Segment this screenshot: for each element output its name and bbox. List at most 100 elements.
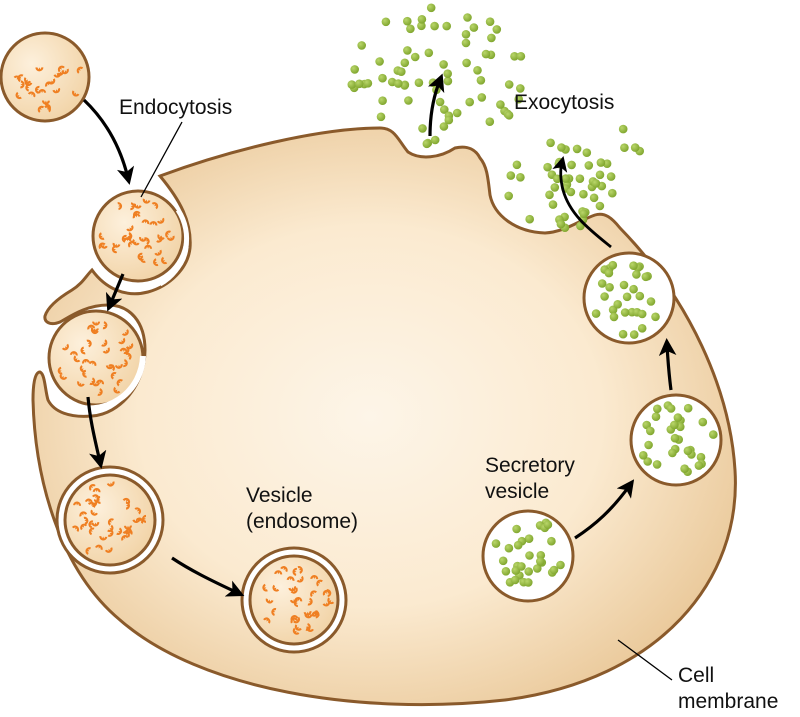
secretory-particle	[491, 539, 501, 548]
cargo-particle	[293, 599, 298, 608]
cargo-particle	[80, 346, 86, 355]
secretory-particle	[355, 79, 364, 89]
endocytosis-label: Endocytosis	[119, 96, 232, 119]
secretory-particle	[620, 143, 629, 152]
cargo-particle	[107, 518, 114, 526]
cargo-particle	[297, 566, 303, 574]
cargo-particle	[61, 68, 69, 75]
secretory-particle	[567, 160, 576, 170]
secretory-particle	[381, 17, 391, 27]
secretory-particle	[595, 201, 605, 211]
vesicle-membrane	[91, 189, 185, 283]
secretory-particle	[512, 524, 521, 534]
secretory-particle	[632, 270, 641, 279]
secretory-particle	[422, 139, 432, 149]
cargo-particle	[132, 239, 140, 246]
secretory-particle	[579, 189, 588, 199]
cargo-particle	[327, 597, 335, 605]
arrow-to-endosome	[171, 556, 245, 597]
secretory-particle	[418, 124, 427, 133]
cargo-particle	[56, 69, 64, 76]
secretory-particle	[403, 16, 412, 26]
cargo-particle	[106, 481, 115, 487]
cargo-particle	[118, 337, 126, 345]
cargo-particle	[296, 575, 304, 583]
cargo-particle	[262, 583, 268, 592]
secretory-particle	[641, 272, 651, 282]
secretory-particle	[481, 49, 491, 59]
cargo-particle	[87, 324, 96, 330]
secretory-particle	[430, 135, 440, 145]
cargo-particle	[292, 627, 300, 635]
secretory-particle	[461, 30, 471, 39]
secretory-particle	[426, 3, 436, 13]
secretory-particle	[516, 84, 525, 93]
cargo-particle	[57, 366, 63, 375]
secretory-particle	[547, 536, 556, 546]
secretory-particle	[357, 41, 367, 50]
cargo-particle	[88, 520, 94, 529]
cargo-particle	[47, 78, 56, 85]
secretory-particle	[524, 534, 534, 543]
secretory-particle	[428, 78, 438, 87]
cargo-particle	[134, 507, 142, 515]
secretory-particle	[496, 100, 505, 109]
secretory-particle	[597, 279, 607, 288]
secretory-particle	[469, 23, 479, 32]
cargo-particle	[98, 232, 105, 240]
secretory-vesicles	[481, 251, 723, 603]
budding-vesicle	[91, 189, 185, 283]
invagination-gap	[68, 355, 146, 412]
secretory-particle	[442, 21, 452, 31]
cargo-particle	[35, 67, 44, 72]
cell-membrane-label-line1: Cell	[678, 664, 714, 687]
cargo-particle	[154, 249, 162, 256]
cargo-particle	[111, 245, 118, 254]
cargo-particle	[294, 597, 303, 602]
secretory-particle	[476, 76, 486, 85]
cargo-particle	[107, 529, 114, 537]
vesicle-label-line2: (endosome)	[246, 510, 358, 533]
arrow-fusion	[552, 156, 612, 249]
cargo-particle	[89, 377, 96, 385]
invaginating-vesicle	[47, 309, 145, 407]
secretory-label-line1: Secretory	[485, 454, 575, 477]
cargo-particle	[83, 516, 89, 525]
cargo-particle	[77, 381, 85, 387]
cargo-particle	[92, 488, 101, 493]
cargo-particle	[97, 388, 103, 396]
cargo-particle	[23, 77, 32, 84]
cargo-particle	[92, 498, 98, 507]
secretory-particle	[653, 404, 662, 414]
cargo-particle	[274, 570, 283, 575]
cargo-particle	[271, 608, 277, 616]
cargo-particle	[125, 352, 132, 360]
secretory-particle	[375, 57, 384, 66]
cargo-particle	[98, 242, 106, 250]
arrow-release	[427, 73, 445, 137]
cargo-particle	[292, 567, 297, 576]
secretory-particle	[579, 209, 589, 219]
secretory-particle	[646, 297, 656, 306]
secretory-particle	[618, 124, 628, 134]
cargo-particle	[90, 509, 98, 516]
secretory-particle	[609, 312, 619, 322]
secretory-particle	[524, 567, 533, 576]
cargo-particle	[144, 244, 153, 249]
cargo-particle	[125, 501, 130, 510]
secretory-particle	[350, 65, 360, 74]
secretory-particle	[524, 578, 533, 587]
secretory-particle	[670, 433, 680, 443]
cargo-particle	[290, 587, 298, 594]
budding-gap	[158, 208, 190, 287]
cargo-particle	[102, 347, 110, 354]
secretory-particle	[492, 25, 502, 34]
secretory-particle	[504, 543, 514, 553]
cargo-particle	[311, 611, 320, 616]
secretory-particle	[644, 440, 653, 450]
cargo-particle	[326, 589, 332, 598]
moving-secretory-vesicle	[629, 393, 723, 487]
cargo-particle	[15, 91, 22, 100]
cargo-particle	[137, 252, 143, 261]
secretory-particle	[504, 111, 514, 120]
